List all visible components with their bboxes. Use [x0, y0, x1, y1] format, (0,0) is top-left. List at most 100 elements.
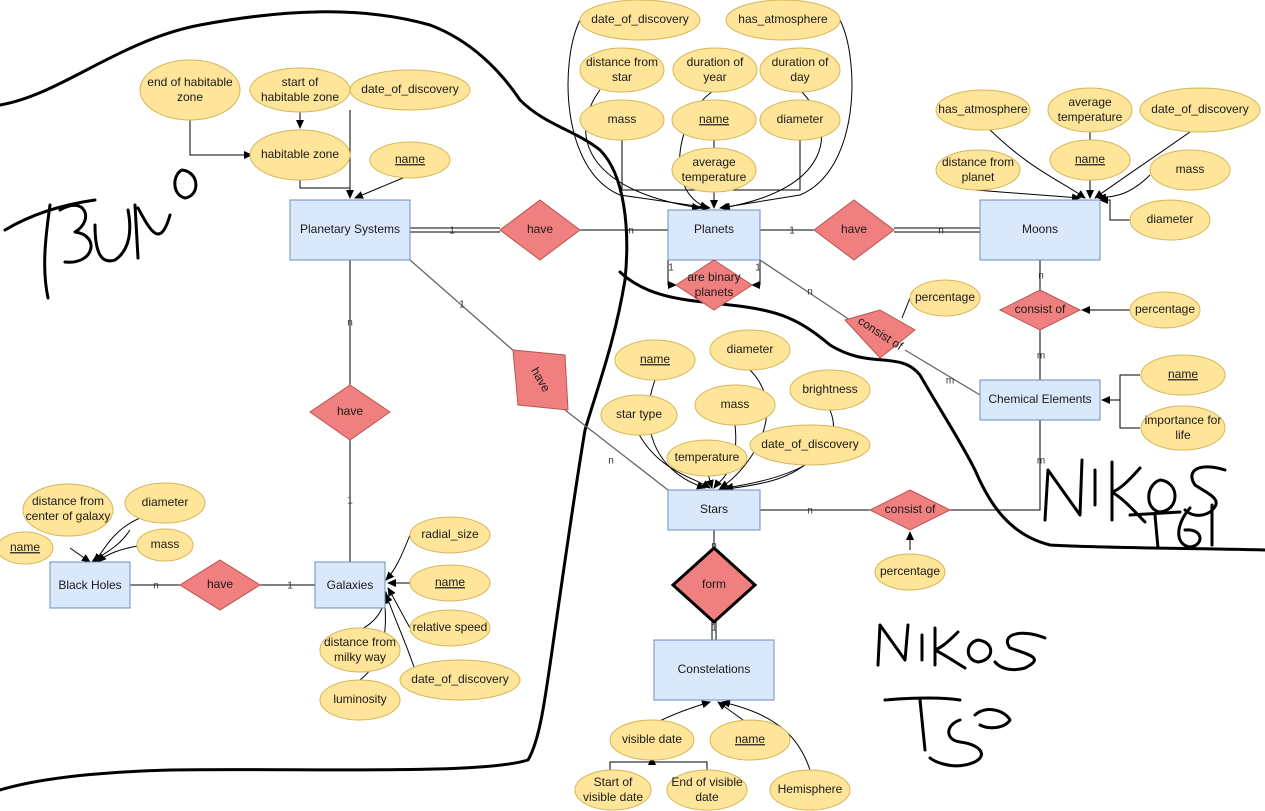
attribute-pl-has-atmosphere[interactable]: has_atmosphere [725, 0, 841, 41]
relationship-moon-consist-of[interactable]: consist of [998, 289, 1082, 331]
attribute-pl-mass[interactable]: mass [579, 99, 665, 141]
attr-label: diameter [142, 495, 189, 509]
attr-label: name [1075, 152, 1105, 166]
attribute-st-date-of-discovery[interactable]: date_of_discovery [749, 424, 871, 466]
entity-planetary-systems[interactable]: Planetary Systems [289, 199, 411, 261]
attr-label: relative speed [413, 620, 488, 634]
attribute-bh-diameter[interactable]: diameter [124, 482, 206, 524]
entity-galaxies[interactable]: Galaxies [314, 561, 386, 609]
relationship-label: have [337, 404, 363, 418]
attr-line1: distance from [32, 494, 104, 508]
attr-label: mass [1176, 162, 1205, 176]
cardinality-label: 1 [755, 263, 761, 274]
attr-label: percentage [1135, 302, 1195, 316]
attribute-pl-date-of-discovery[interactable]: date_of_discovery [579, 0, 701, 41]
attribute-co-visible-date[interactable]: visible date [609, 719, 695, 761]
attribute-ga-relative-speed[interactable]: relative speed [409, 609, 491, 647]
entity-label: Planets [694, 222, 734, 236]
attr-line1: End of visible [671, 775, 743, 789]
attr-line2: life [1175, 428, 1191, 442]
attribute-ga-date-of-discovery[interactable]: date_of_discovery [399, 659, 521, 701]
attr-label: diameter [1147, 212, 1194, 226]
relationship-ps-have-stars[interactable]: have [512, 349, 569, 411]
attr-line1: distance from [942, 155, 1014, 169]
entity-chemical-elements[interactable]: Chemical Elements [979, 379, 1101, 421]
relationship-label-line2: planets [695, 285, 734, 299]
attr-label: name [10, 540, 40, 554]
attribute-ga-luminosity[interactable]: luminosity [319, 679, 401, 721]
entity-black-holes[interactable]: Black Holes [49, 561, 131, 609]
attribute-mo-date-of-discovery[interactable]: date_of_discovery [1139, 87, 1261, 133]
attribute-st-mass[interactable]: mass [694, 384, 776, 426]
attribute-moon-chem-percentage[interactable]: percentage [1129, 291, 1201, 329]
cardinality-label: m [1037, 351, 1045, 362]
entity-label: Galaxies [327, 578, 374, 592]
attribute-mo-diameter[interactable]: diameter [1129, 199, 1211, 241]
relationship-label: have [207, 577, 233, 591]
attribute-mo-name[interactable]: name [1049, 139, 1131, 181]
attr-line1: average [692, 155, 736, 169]
attribute-bh-mass[interactable]: mass [136, 528, 194, 562]
entity-label: Moons [1022, 222, 1058, 236]
attr-line2: habitable zone [261, 90, 339, 104]
relationship-ps-have-galaxies[interactable]: have [309, 384, 391, 441]
attribute-co-hemisphere[interactable]: Hemisphere [769, 769, 851, 811]
entity-label: Black Holes [58, 578, 121, 592]
entity-constelations[interactable]: Constelations [653, 639, 775, 701]
attribute-ps-name[interactable]: name [369, 141, 451, 179]
attr-label: diameter [777, 112, 824, 126]
entity-stars[interactable]: Stars [667, 489, 761, 531]
cardinality-label: 1 [347, 496, 353, 507]
attribute-habitable-zone[interactable]: habitable zone [249, 129, 351, 181]
attribute-co-name[interactable]: name [709, 719, 791, 761]
attr-line1: duration of [687, 55, 744, 69]
attribute-st-temperature[interactable]: temperature [666, 439, 748, 477]
handwritten-t5 [883, 696, 1012, 768]
entity-planets[interactable]: Planets [667, 209, 761, 261]
attr-line1: start of [282, 75, 319, 89]
attribute-st-brightness[interactable]: brightness [789, 369, 871, 411]
relationship-planet-consist-of[interactable]: consist of [844, 309, 916, 359]
attribute-ps-date-of-discovery[interactable]: date_of_discovery [349, 69, 471, 111]
attr-line2: milky way [334, 650, 386, 664]
attribute-ga-radial-size[interactable]: radial_size [409, 516, 491, 554]
attribute-mo-mass[interactable]: mass [1149, 149, 1231, 191]
attr-label: date_of_discovery [1151, 102, 1248, 116]
attribute-bh-name[interactable]: name [0, 531, 54, 565]
attribute-st-diameter[interactable]: diameter [709, 329, 791, 371]
attribute-st-star-type[interactable]: star type [600, 394, 678, 436]
attr-label: visible date [622, 732, 682, 746]
entity-moons[interactable]: Moons [979, 199, 1101, 261]
relationship-bh-have-galaxies[interactable]: have [179, 559, 261, 611]
attribute-pl-diameter[interactable]: diameter [759, 99, 841, 141]
relationship-planets-have-moons[interactable]: have [813, 199, 895, 261]
relationship-star-consist-of[interactable]: consist of [868, 489, 952, 531]
attribute-planet-chem-percentage[interactable]: percentage [909, 279, 981, 317]
attr-line2: date [695, 790, 719, 804]
attribute-pl-name[interactable]: name [671, 99, 757, 141]
relationship-ps-have-planets[interactable]: have [499, 199, 581, 261]
attribute-ce-name[interactable]: name [1140, 354, 1226, 396]
attr-label: name [640, 352, 670, 366]
attribute-ga-name[interactable]: name [409, 564, 491, 602]
attr-label: date_of_discovery [361, 82, 458, 96]
attribute-st-name[interactable]: name [614, 339, 696, 381]
attribute-mo-has-atmosphere[interactable]: has_atmosphere [935, 89, 1031, 131]
attribute-star-chem-percentage[interactable]: percentage [874, 553, 946, 591]
relationship-form[interactable]: form [670, 545, 758, 625]
